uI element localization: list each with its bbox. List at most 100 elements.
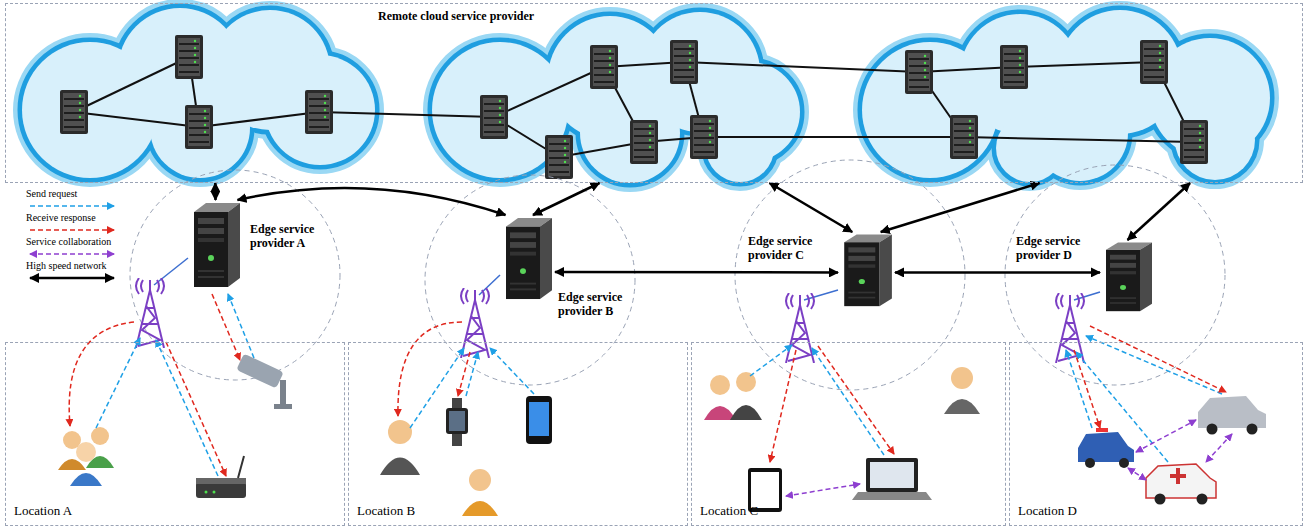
drawing-part xyxy=(710,375,730,395)
ambulance xyxy=(1146,464,1216,505)
drawing-part xyxy=(425,175,635,385)
drawing-part xyxy=(305,90,333,134)
drawing-part xyxy=(388,420,412,444)
legend-line xyxy=(30,277,114,280)
drawing-part xyxy=(319,112,494,117)
drawing-part xyxy=(736,372,756,392)
drawing-part xyxy=(432,12,800,183)
drawing-part xyxy=(1000,45,1028,89)
server-part xyxy=(198,228,224,234)
drawing-part xyxy=(461,288,489,358)
drawing-part xyxy=(545,135,573,179)
server-part xyxy=(520,268,526,274)
server-part xyxy=(198,276,224,278)
cloud-shapes xyxy=(22,8,1270,183)
server-part xyxy=(1106,250,1140,311)
drawing-part xyxy=(1074,350,1100,428)
drawing-part xyxy=(1140,40,1168,84)
drawing-part xyxy=(446,408,468,434)
drawing-part xyxy=(590,45,618,89)
drawing-part xyxy=(156,340,218,476)
response-arrows xyxy=(69,294,1226,476)
location-label: Location B xyxy=(357,503,557,519)
drawing-part xyxy=(1146,464,1216,498)
drawing-part xyxy=(870,462,914,488)
drawing-part xyxy=(786,484,860,496)
drawing-part xyxy=(74,57,189,112)
server-part xyxy=(859,279,865,284)
legend-row: Receive response xyxy=(26,212,118,236)
server-part xyxy=(848,297,875,299)
request-arrows xyxy=(96,294,1222,476)
user xyxy=(380,420,420,475)
drawing-part xyxy=(1085,458,1095,468)
drawing-part xyxy=(1066,350,1092,428)
drawing-part xyxy=(274,404,292,409)
server-part xyxy=(1110,271,1136,274)
legend-row: High speed network xyxy=(26,260,118,284)
location-region: Location D xyxy=(1009,342,1303,526)
drawing-part xyxy=(750,345,792,376)
server-part xyxy=(540,218,552,299)
drawing-part xyxy=(458,352,470,396)
server-part xyxy=(194,212,228,287)
drawing-part xyxy=(1086,336,1222,394)
drawing-part xyxy=(690,115,718,159)
node-label: Edge service provider B xyxy=(558,290,640,318)
server-part xyxy=(1110,297,1136,299)
drawing-part xyxy=(22,8,375,178)
drawing-part xyxy=(1176,468,1180,484)
drawing-part xyxy=(22,8,375,178)
drawing-part xyxy=(818,346,894,454)
drawing-part xyxy=(70,473,102,486)
server-part xyxy=(506,227,540,299)
node-label: Edge service provider D xyxy=(1016,234,1096,262)
legend-sample xyxy=(26,248,118,260)
server-part xyxy=(848,292,875,294)
drawing-part xyxy=(770,350,796,462)
drawing-part xyxy=(1090,326,1226,392)
high-speed-link xyxy=(555,271,838,274)
server-part xyxy=(510,232,536,238)
drawing-part xyxy=(60,90,88,134)
drawing-part xyxy=(786,293,814,363)
legend-line xyxy=(30,205,114,207)
drawing-part xyxy=(280,380,286,406)
edge-server: Edge service provider D xyxy=(1100,240,1155,312)
high-speed-link xyxy=(238,188,506,215)
server-part xyxy=(844,242,879,306)
drawing-part xyxy=(1247,424,1258,435)
high-speed-link xyxy=(214,183,217,200)
drawing-part xyxy=(1207,424,1218,435)
drawing-part xyxy=(526,396,552,444)
drawing-part xyxy=(1078,432,1134,462)
server-part xyxy=(198,270,224,272)
drawing-part xyxy=(175,35,203,79)
legend-text: High speed network xyxy=(26,260,118,272)
drawing-part xyxy=(91,427,109,445)
drawing-part xyxy=(704,136,964,138)
drawing-part xyxy=(196,482,246,498)
edge-server: Edge service provider A xyxy=(188,200,243,288)
drawing-part xyxy=(432,12,800,183)
location-label: Location C xyxy=(700,503,900,519)
router xyxy=(196,456,246,498)
legend-text: Send request xyxy=(26,188,118,200)
cloud-region: Remote cloud service provider xyxy=(5,3,1303,183)
laptop xyxy=(852,458,932,500)
drawing-part xyxy=(398,322,462,416)
drawing-part xyxy=(944,399,980,414)
server-part xyxy=(1140,242,1152,311)
drawing-part xyxy=(130,170,340,380)
drawing-part xyxy=(862,10,1270,182)
server-icon xyxy=(188,200,243,288)
coverage-circles xyxy=(130,160,1225,390)
drawing-part xyxy=(730,405,762,420)
drawing-part xyxy=(852,492,932,500)
legend-row: Service collaboration xyxy=(26,236,118,260)
location-label: Location A xyxy=(14,503,214,519)
drawing-part xyxy=(213,491,216,494)
drawing-part xyxy=(684,62,919,72)
node-label: Edge service provider A xyxy=(250,222,332,250)
drawing-part xyxy=(866,458,918,492)
